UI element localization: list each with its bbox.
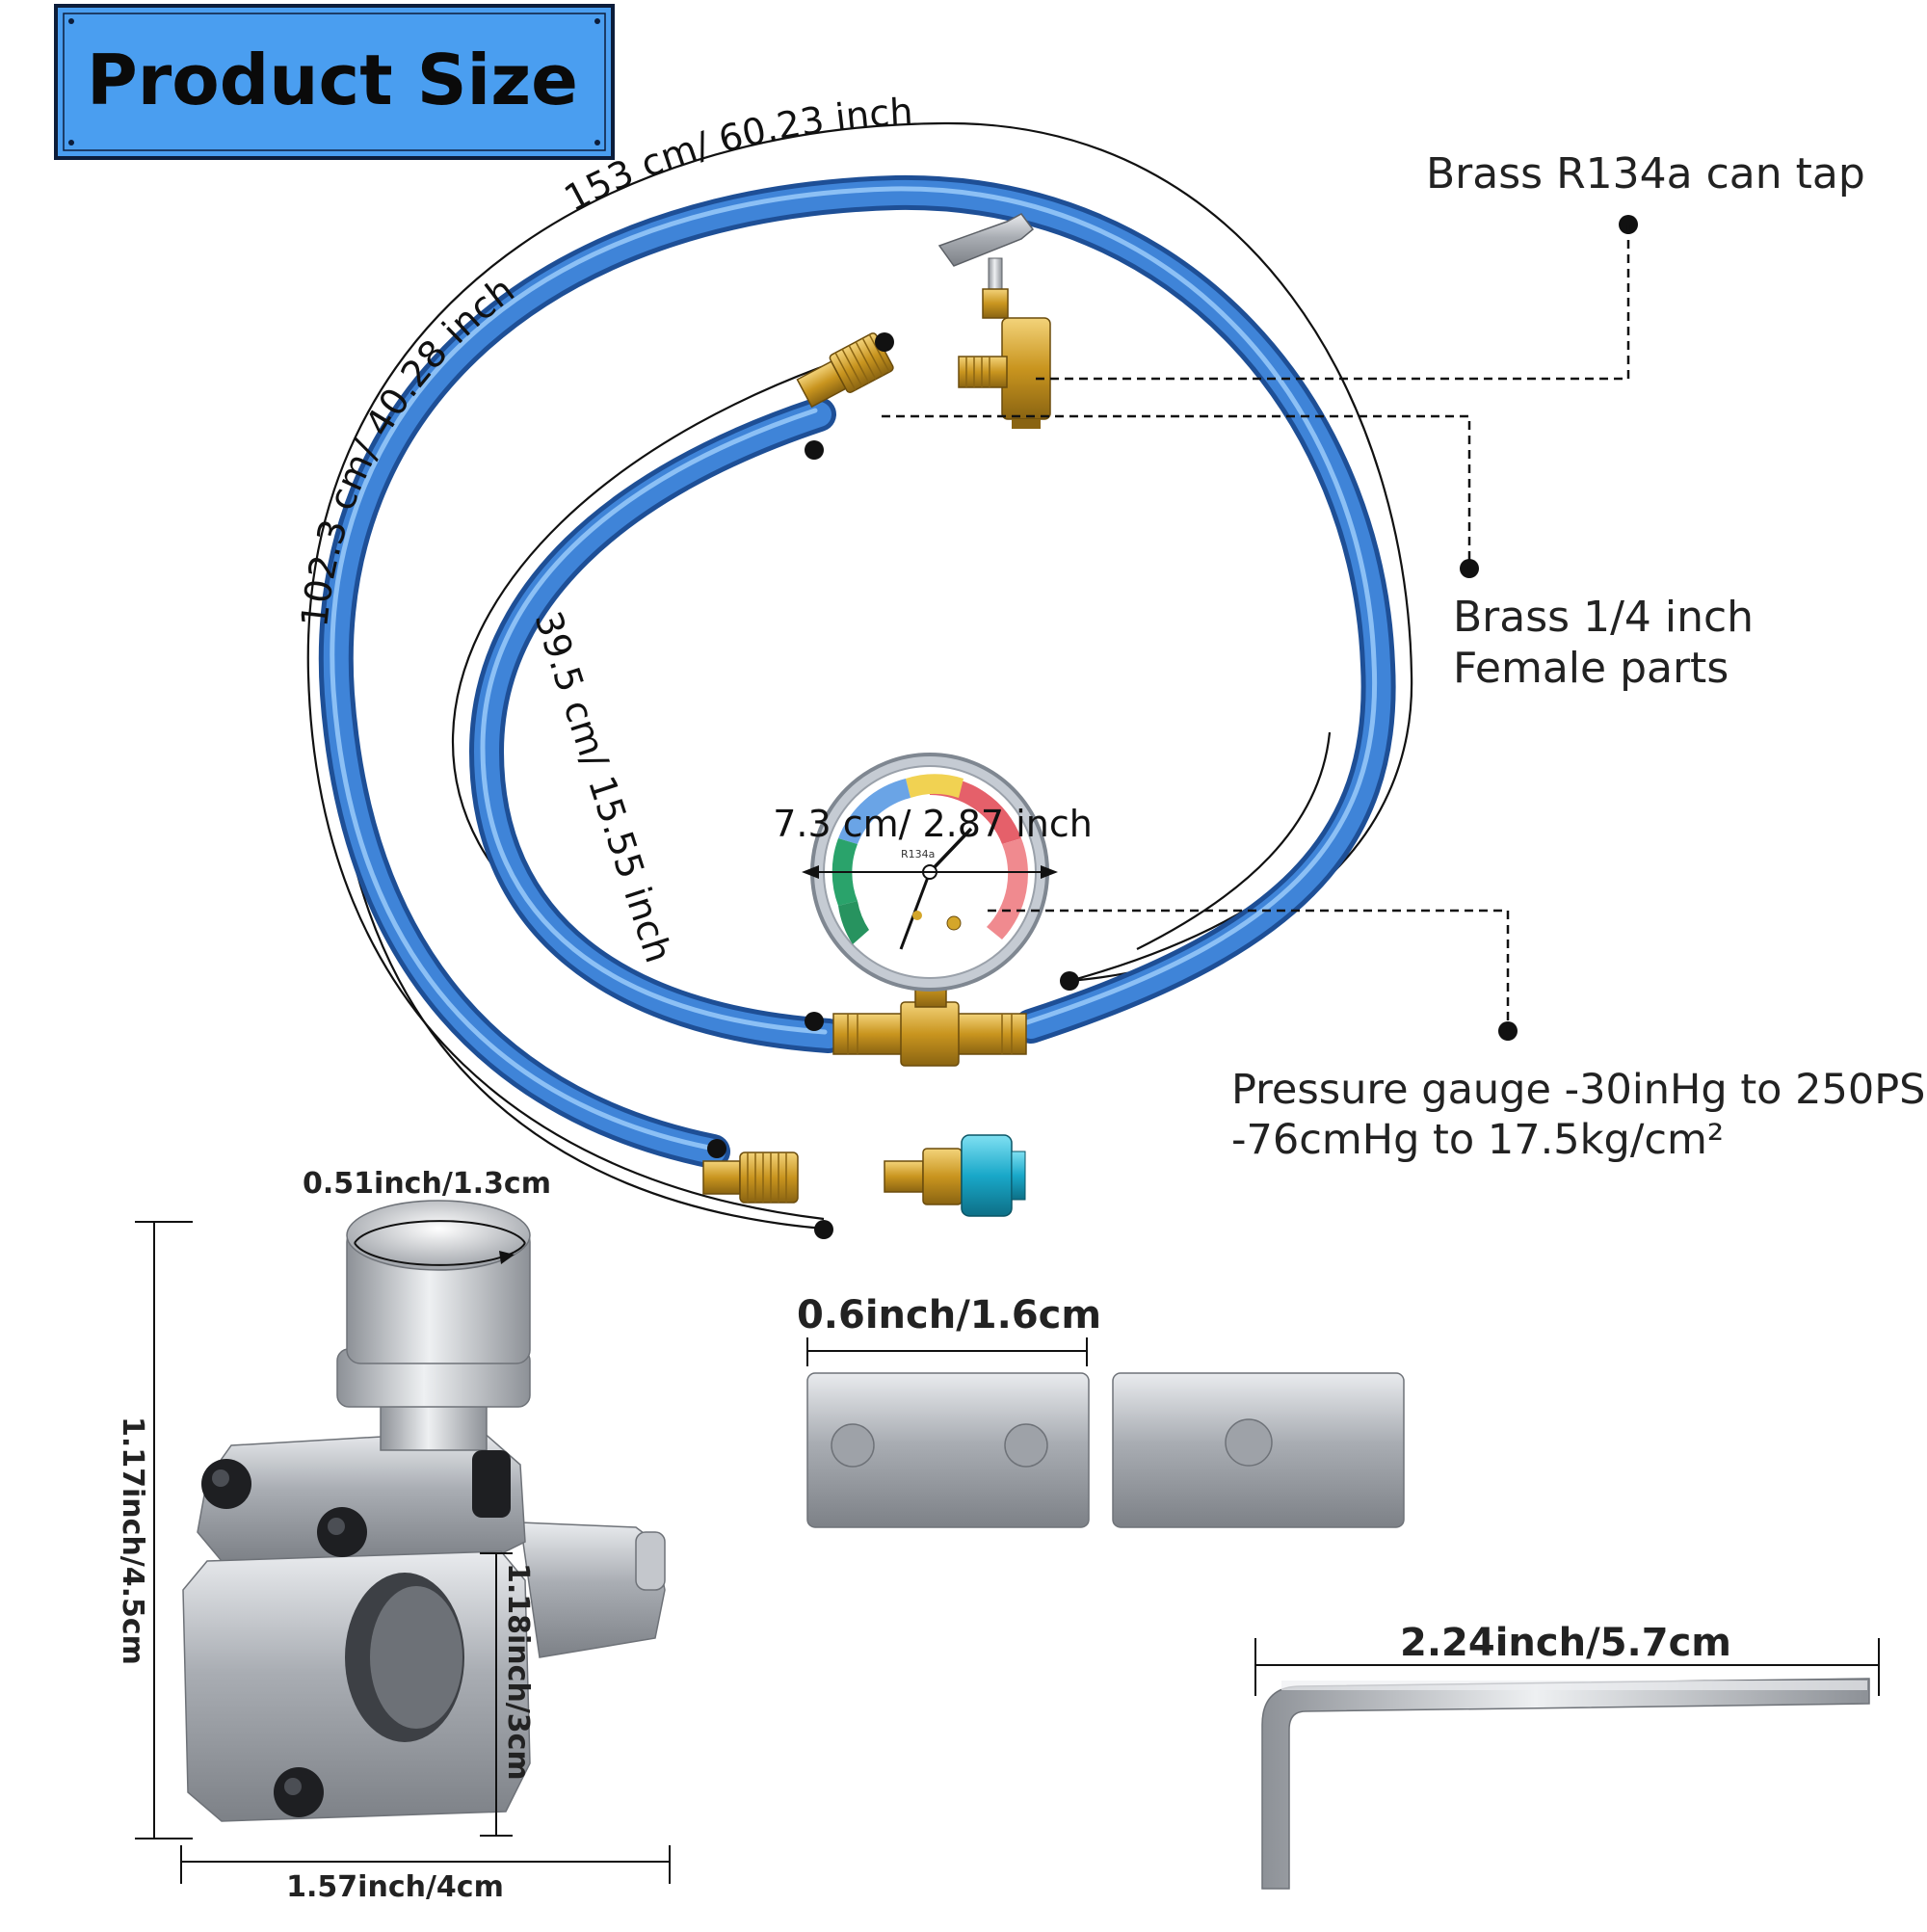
page-title: Product Size (87, 40, 578, 120)
cap-diameter-dimension: 0.51inch/1.3cm (303, 1167, 551, 1266)
leader-lines (882, 225, 1630, 1031)
title-banner: Product Size (54, 4, 615, 160)
valve-width-dimension (180, 1845, 671, 1884)
gauge-callout-line2: -76cmHg to 17.5kg/cm² (1231, 1116, 1724, 1164)
hex-wrench (1261, 1678, 1870, 1890)
sleeve-width-label: 0.6inch/1.6cm (797, 1293, 1101, 1337)
hose-end-fitting (702, 1151, 799, 1204)
valve-height-dimension (135, 1221, 193, 1839)
female-parts-callout-line2: Female parts (1453, 644, 1729, 693)
wrench-length-dimension (1254, 1638, 1880, 1696)
gauge-brand: R134a (901, 848, 935, 860)
piercing-valve (182, 1200, 666, 1822)
sleeve-width-dimension (806, 1337, 1088, 1366)
can-tap-valve (937, 213, 1051, 429)
gauge: R134a (810, 753, 1049, 1067)
can-tap-callout: Brass R134a can tap (1426, 149, 1865, 198)
valve-inner-height-dimension (480, 1552, 513, 1837)
valve-width-label: 1.57inch/4cm (286, 1870, 504, 1904)
wrench-length-label: 2.24inch/5.7cm (1400, 1621, 1731, 1665)
gauge-diameter-dimension: 7.3 cm/ 2.87 inch (773, 803, 1093, 879)
hose (318, 174, 1396, 1169)
quick-coupler (884, 1134, 1026, 1217)
sleeve (806, 1372, 1405, 1528)
gauge-diameter-label: 7.3 cm/ 2.87 inch (773, 803, 1093, 845)
valve-height-label: 1.17inch/4.5cm (116, 1416, 149, 1665)
valve-cap-label: 0.51inch/1.3cm (303, 1167, 551, 1201)
female-parts-callout-line1: Brass 1/4 inch (1453, 593, 1754, 642)
valve-inner-height-label: 1.18inch/3cm (501, 1563, 535, 1781)
gauge-callout-line1: Pressure gauge -30inHg to 250PSI, (1231, 1066, 1927, 1114)
